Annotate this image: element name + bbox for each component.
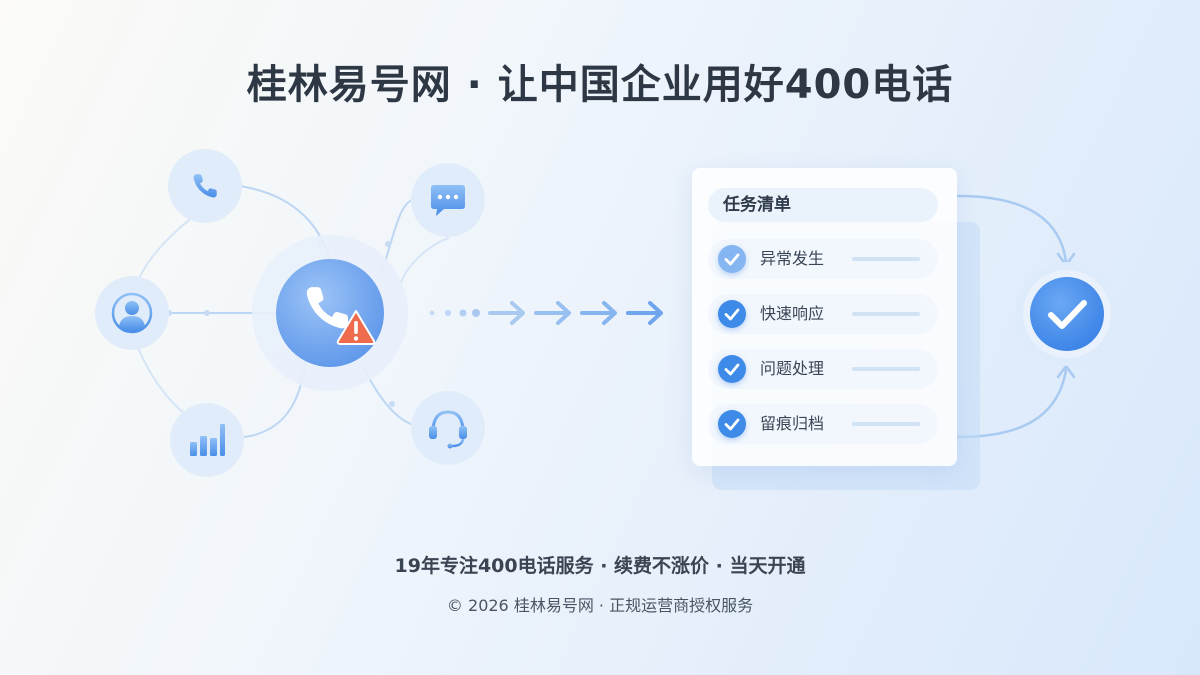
task-label: 留痕归档 [760,414,825,433]
task-bar [852,257,920,261]
tagline: 19年专注400电话服务 · 续费不涨价 · 当天开通 [394,555,806,577]
task-bar [852,422,920,426]
copyright: © 2026 桂林易号网 · 正规运营商授权服务 [446,596,754,615]
task-label: 异常发生 [760,249,825,268]
check-circle-icon [1048,300,1087,329]
satellite-chart [170,403,244,477]
satellite-phone [168,149,242,223]
task-label: 问题处理 [760,359,825,378]
bar-chart-icon [190,424,225,456]
check-icon [718,410,746,438]
task-bar [852,367,920,371]
page-title: 桂林易号网 · 让中国企业用好400电话 [246,62,954,108]
task-item-4: 留痕归档 [708,404,938,444]
task-item-3: 问题处理 [708,349,938,389]
check-icon [718,355,746,383]
headset-icon [429,410,467,449]
task-card: 任务清单 异常发生 快速响应 问题处理 留痕归档 [692,168,957,466]
task-bar [852,312,920,316]
result-check [1015,262,1119,366]
satellite-user [95,276,169,350]
check-icon [718,300,746,328]
chat-bubble-icon [431,185,465,216]
satellite-headset [411,391,485,465]
flow-arrows [429,301,663,325]
task-item-1: 异常发生 [708,239,938,279]
phone-alert-icon [306,287,376,345]
check-icon [718,245,746,273]
phone-icon [193,174,217,198]
central-hub [252,235,408,391]
satellite-chat [411,163,485,237]
user-icon [111,292,153,334]
task-label: 快速响应 [760,304,825,323]
task-item-2: 快速响应 [708,294,938,334]
warning-icon [336,310,376,345]
task-card-title: 任务清单 [708,188,938,222]
